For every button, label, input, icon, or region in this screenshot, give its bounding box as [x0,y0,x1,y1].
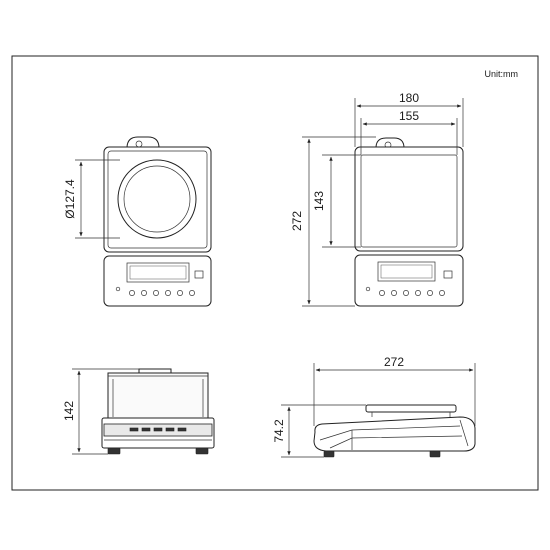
indicator-box [443,270,453,279]
pan-depth-label: 143 [312,191,326,211]
leveling-foot-right [195,447,209,455]
side-foot-front [323,450,335,458]
level-indicator-icon [365,286,371,292]
pan-diameter-label: Ø127.4 [63,179,77,219]
lcd-display [377,261,436,282]
indicator-box [194,270,204,279]
round-pan-outer [117,159,197,239]
leveling-foot-left [107,447,121,455]
side-view: 272 74.2 [272,355,476,458]
side-height-label: 74.2 [272,419,286,443]
display-inner [380,264,433,279]
shield-top-handle [138,368,172,374]
keypad-buttons [129,290,195,296]
overall-width-label: 180 [399,91,419,105]
breeze-shield [107,372,209,420]
pan-width-label: 155 [399,109,419,123]
display-inner [129,265,187,280]
lcd-display [126,262,190,283]
square-pan [360,154,458,248]
front-view: 142 [62,368,215,455]
side-body [313,416,476,452]
control-panel [354,254,464,307]
side-foot-back [429,450,441,458]
keypad-buttons [379,290,445,296]
front-panel-keys [129,427,187,432]
upper-housing [103,146,212,253]
side-pan [365,404,457,413]
upper-housing [354,146,464,252]
top-view-square-pan: 180 155 143 272 [290,91,464,307]
control-panel [103,255,212,307]
round-pan-inner [123,165,191,233]
upper-housing-inner [107,150,208,249]
level-indicator-icon [115,286,121,292]
unit-label: Unit:mm [485,69,519,79]
pan-handle-tab [126,136,160,149]
top-view-round-pan: Ø127.4 [63,136,212,307]
side-length-label: 272 [384,355,404,369]
overall-depth-label: 272 [290,211,304,231]
drawing-frame [11,55,539,491]
front-height-label: 142 [62,401,76,421]
